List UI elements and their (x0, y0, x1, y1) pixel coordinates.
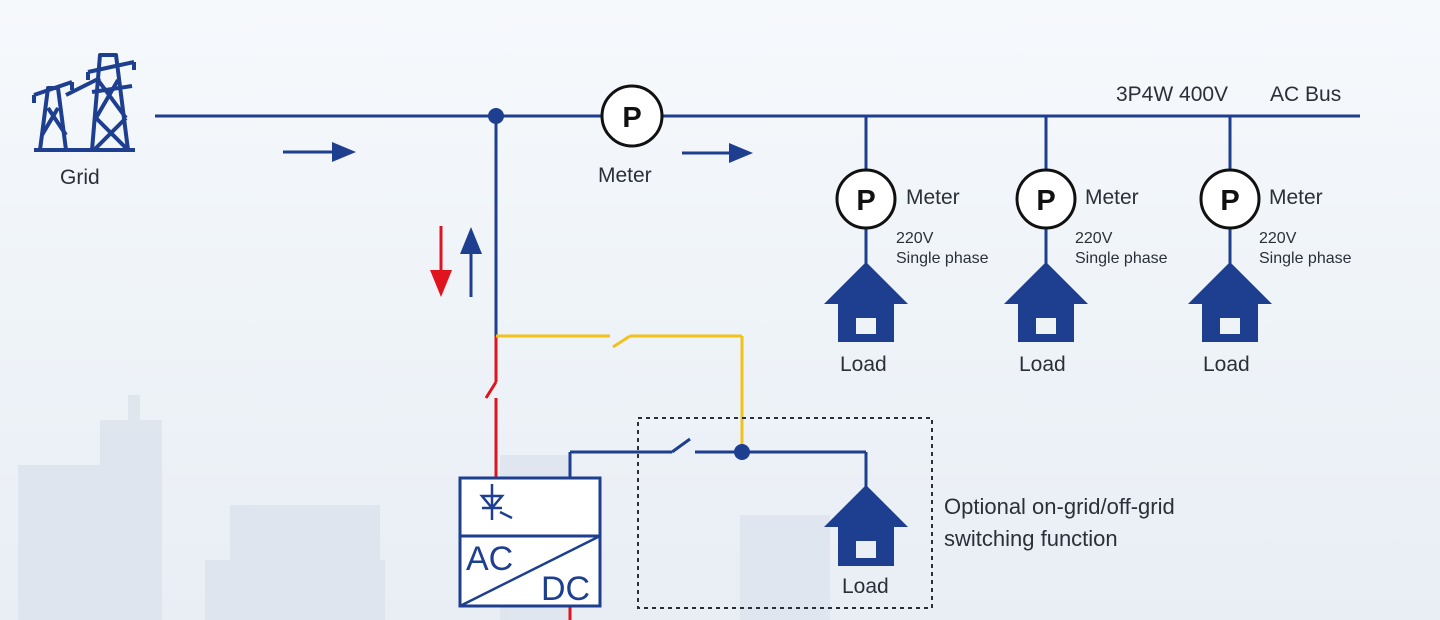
branch-2-voltage: 220V (1075, 230, 1113, 247)
branch-meter-letter: P (1220, 185, 1239, 217)
branch-meter-letter: P (856, 185, 875, 217)
branch-2-meter-label: Meter (1085, 186, 1139, 209)
backup-house-load-icon (824, 485, 908, 566)
ac-bus-spec: 3P4W 400V (1116, 83, 1229, 106)
branch-meter-symbol (835, 168, 897, 230)
branch-3-phase: Single phase (1259, 250, 1352, 267)
city-skyline-background (18, 395, 830, 620)
branch-1: P (824, 116, 908, 342)
thyristor-icon (479, 484, 513, 520)
branch-3-voltage: 220V (1259, 230, 1297, 247)
branch-3-meter-label: Meter (1269, 186, 1323, 209)
branch-1-phase: Single phase (896, 250, 989, 267)
flow-arrow-right-1 (283, 142, 356, 162)
main-meter-letter: P (622, 102, 641, 134)
transmission-tower-icon (32, 53, 136, 152)
ac-dc-converter: AC DC (458, 476, 602, 608)
converter-dc-label: DC (541, 570, 590, 608)
branch-2-load-label: Load (1019, 353, 1066, 376)
converter-ac-label: AC (466, 540, 513, 578)
branch-meter-letter: P (1036, 185, 1055, 217)
breaker-blade-main (484, 381, 498, 399)
branch-meter-symbol (1199, 168, 1261, 230)
branch-2-phase: Single phase (1075, 250, 1168, 267)
import-arrow-down-red (430, 226, 452, 297)
grid-label: Grid (60, 166, 100, 189)
optional-note-line-1: Optional on-grid/off-grid (944, 494, 1175, 519)
main-meter-label: Meter (598, 164, 652, 187)
optional-switch-dashed-box (637, 417, 933, 609)
house-load-icon (1188, 262, 1272, 342)
branch-2: P (1004, 116, 1088, 342)
main-meter-symbol: P (600, 84, 664, 148)
branch-1-load-label: Load (840, 353, 887, 376)
house-load-icon (1004, 262, 1088, 342)
optional-note-line-2: switching function (944, 526, 1118, 551)
branch-meter-symbol (1015, 168, 1077, 230)
branch-3-load-label: Load (1203, 353, 1250, 376)
switch-junction-node (734, 444, 750, 460)
flow-arrow-right-2 (682, 143, 753, 163)
house-load-icon (824, 262, 908, 342)
branch-3: P (1188, 116, 1272, 342)
export-arrow-up-blue (460, 227, 482, 297)
bypass-path-yellow (496, 334, 744, 450)
backup-load-label: Load (842, 575, 889, 598)
branch-1-meter-label: Meter (906, 186, 960, 209)
ac-bus-label: AC Bus (1270, 83, 1342, 106)
branch-1-voltage: 220V (896, 230, 934, 247)
